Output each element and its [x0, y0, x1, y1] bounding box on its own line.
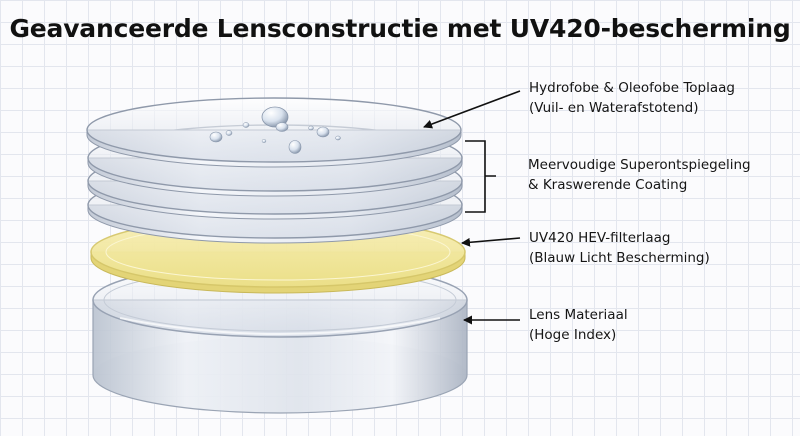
bracket-coating: [465, 140, 496, 213]
hydrophobic-top-layer: [86, 97, 462, 168]
lens-material-layer: [92, 262, 468, 414]
label-uv420-line1: UV420 HEV-filterlaag: [529, 230, 671, 246]
label-lens-line1: Lens Materiaal: [529, 307, 628, 323]
label-hydrophobic: Hydrofobe & Oleofobe Toplaag (Vuil- en W…: [529, 78, 735, 118]
arrow-hydrophobic: [423, 90, 521, 129]
page-title: Geavanceerde Lensconstructie met UV420-b…: [9, 14, 791, 43]
label-coating-line1: Meervoudige Superontspiegeling: [528, 157, 751, 173]
label-coating: Meervoudige Superontspiegeling & Kraswer…: [528, 155, 751, 195]
label-lens-line2: (Hoge Index): [529, 327, 617, 343]
label-coating-line2: & Kraswerende Coating: [528, 177, 688, 193]
label-hydrophobic-line2: (Vuil- en Waterafstotend): [529, 100, 699, 116]
arrow-uv420: [461, 237, 521, 247]
label-uv420-line2: (Blauw Licht Bescherming): [529, 250, 710, 266]
water-droplets: [209, 106, 341, 154]
label-uv420: UV420 HEV-filterlaag (Blauw Licht Besche…: [529, 228, 710, 268]
label-lens: Lens Materiaal (Hoge Index): [529, 305, 628, 345]
label-hydrophobic-line1: Hydrofobe & Oleofobe Toplaag: [529, 80, 735, 96]
